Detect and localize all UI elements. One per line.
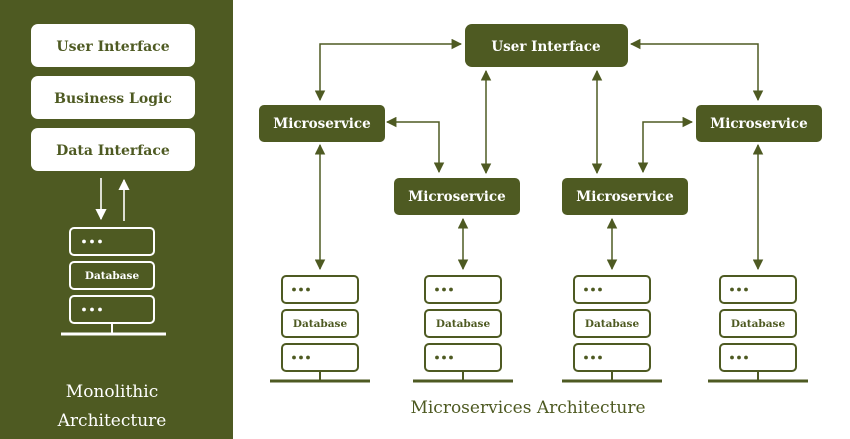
microservice-database-label-2: Database bbox=[436, 318, 491, 330]
microservice-2-label: Microservice bbox=[408, 189, 506, 205]
microservices-caption: Microservices Architecture bbox=[410, 398, 645, 418]
layer-data-interface-label: Data Interface bbox=[56, 143, 170, 159]
connector-service-4-service-3 bbox=[637, 116, 694, 174]
microservice-4: Microservice bbox=[696, 105, 822, 142]
micro-user-interface-label: User Interface bbox=[491, 39, 600, 55]
layer-business-logic: Business Logic bbox=[31, 76, 195, 119]
monolithic-caption-line1: Monolithic bbox=[66, 382, 158, 402]
connector-ui-service-4 bbox=[629, 38, 764, 102]
monolith-database-label: Database bbox=[85, 270, 140, 282]
microservice-1: Microservice bbox=[259, 105, 385, 142]
microservice-4-label: Microservice bbox=[710, 116, 808, 132]
connector-ui-service-1 bbox=[314, 38, 463, 102]
microservice-3-label: Microservice bbox=[576, 189, 674, 205]
monolithic-panel: User Interface Business Logic Data Inter… bbox=[0, 0, 233, 439]
layer-user-interface-label: User Interface bbox=[56, 39, 169, 55]
microservice-database-icon-2: Database bbox=[413, 275, 513, 383]
microservice-database-label-4: Database bbox=[731, 318, 786, 330]
connector-service-1-service-2 bbox=[385, 116, 445, 174]
microservice-database-icon-3: Database bbox=[562, 275, 662, 383]
layer-business-logic-label: Business Logic bbox=[54, 91, 172, 107]
microservice-database-icon-4: Database bbox=[708, 275, 808, 383]
microservice-database-label-1: Database bbox=[293, 318, 348, 330]
microservice-database-icon-1: Database bbox=[270, 275, 370, 383]
layer-data-interface: Data Interface bbox=[31, 128, 195, 171]
monolithic-caption-line2: Architecture bbox=[57, 411, 167, 431]
microservice-database-label-3: Database bbox=[585, 318, 640, 330]
microservice-2: Microservice bbox=[394, 178, 520, 215]
microservice-3: Microservice bbox=[562, 178, 688, 215]
connectors bbox=[314, 38, 764, 271]
microservices-panel: User Interface Microservice Microservice… bbox=[259, 24, 822, 418]
micro-user-interface: User Interface bbox=[465, 24, 628, 67]
microservice-1-label: Microservice bbox=[273, 116, 371, 132]
layer-user-interface: User Interface bbox=[31, 24, 195, 67]
monolith-database-icon bbox=[61, 227, 166, 336]
monolithic-background bbox=[0, 0, 233, 439]
microservice-databases: Database Database Database Database bbox=[270, 275, 808, 383]
